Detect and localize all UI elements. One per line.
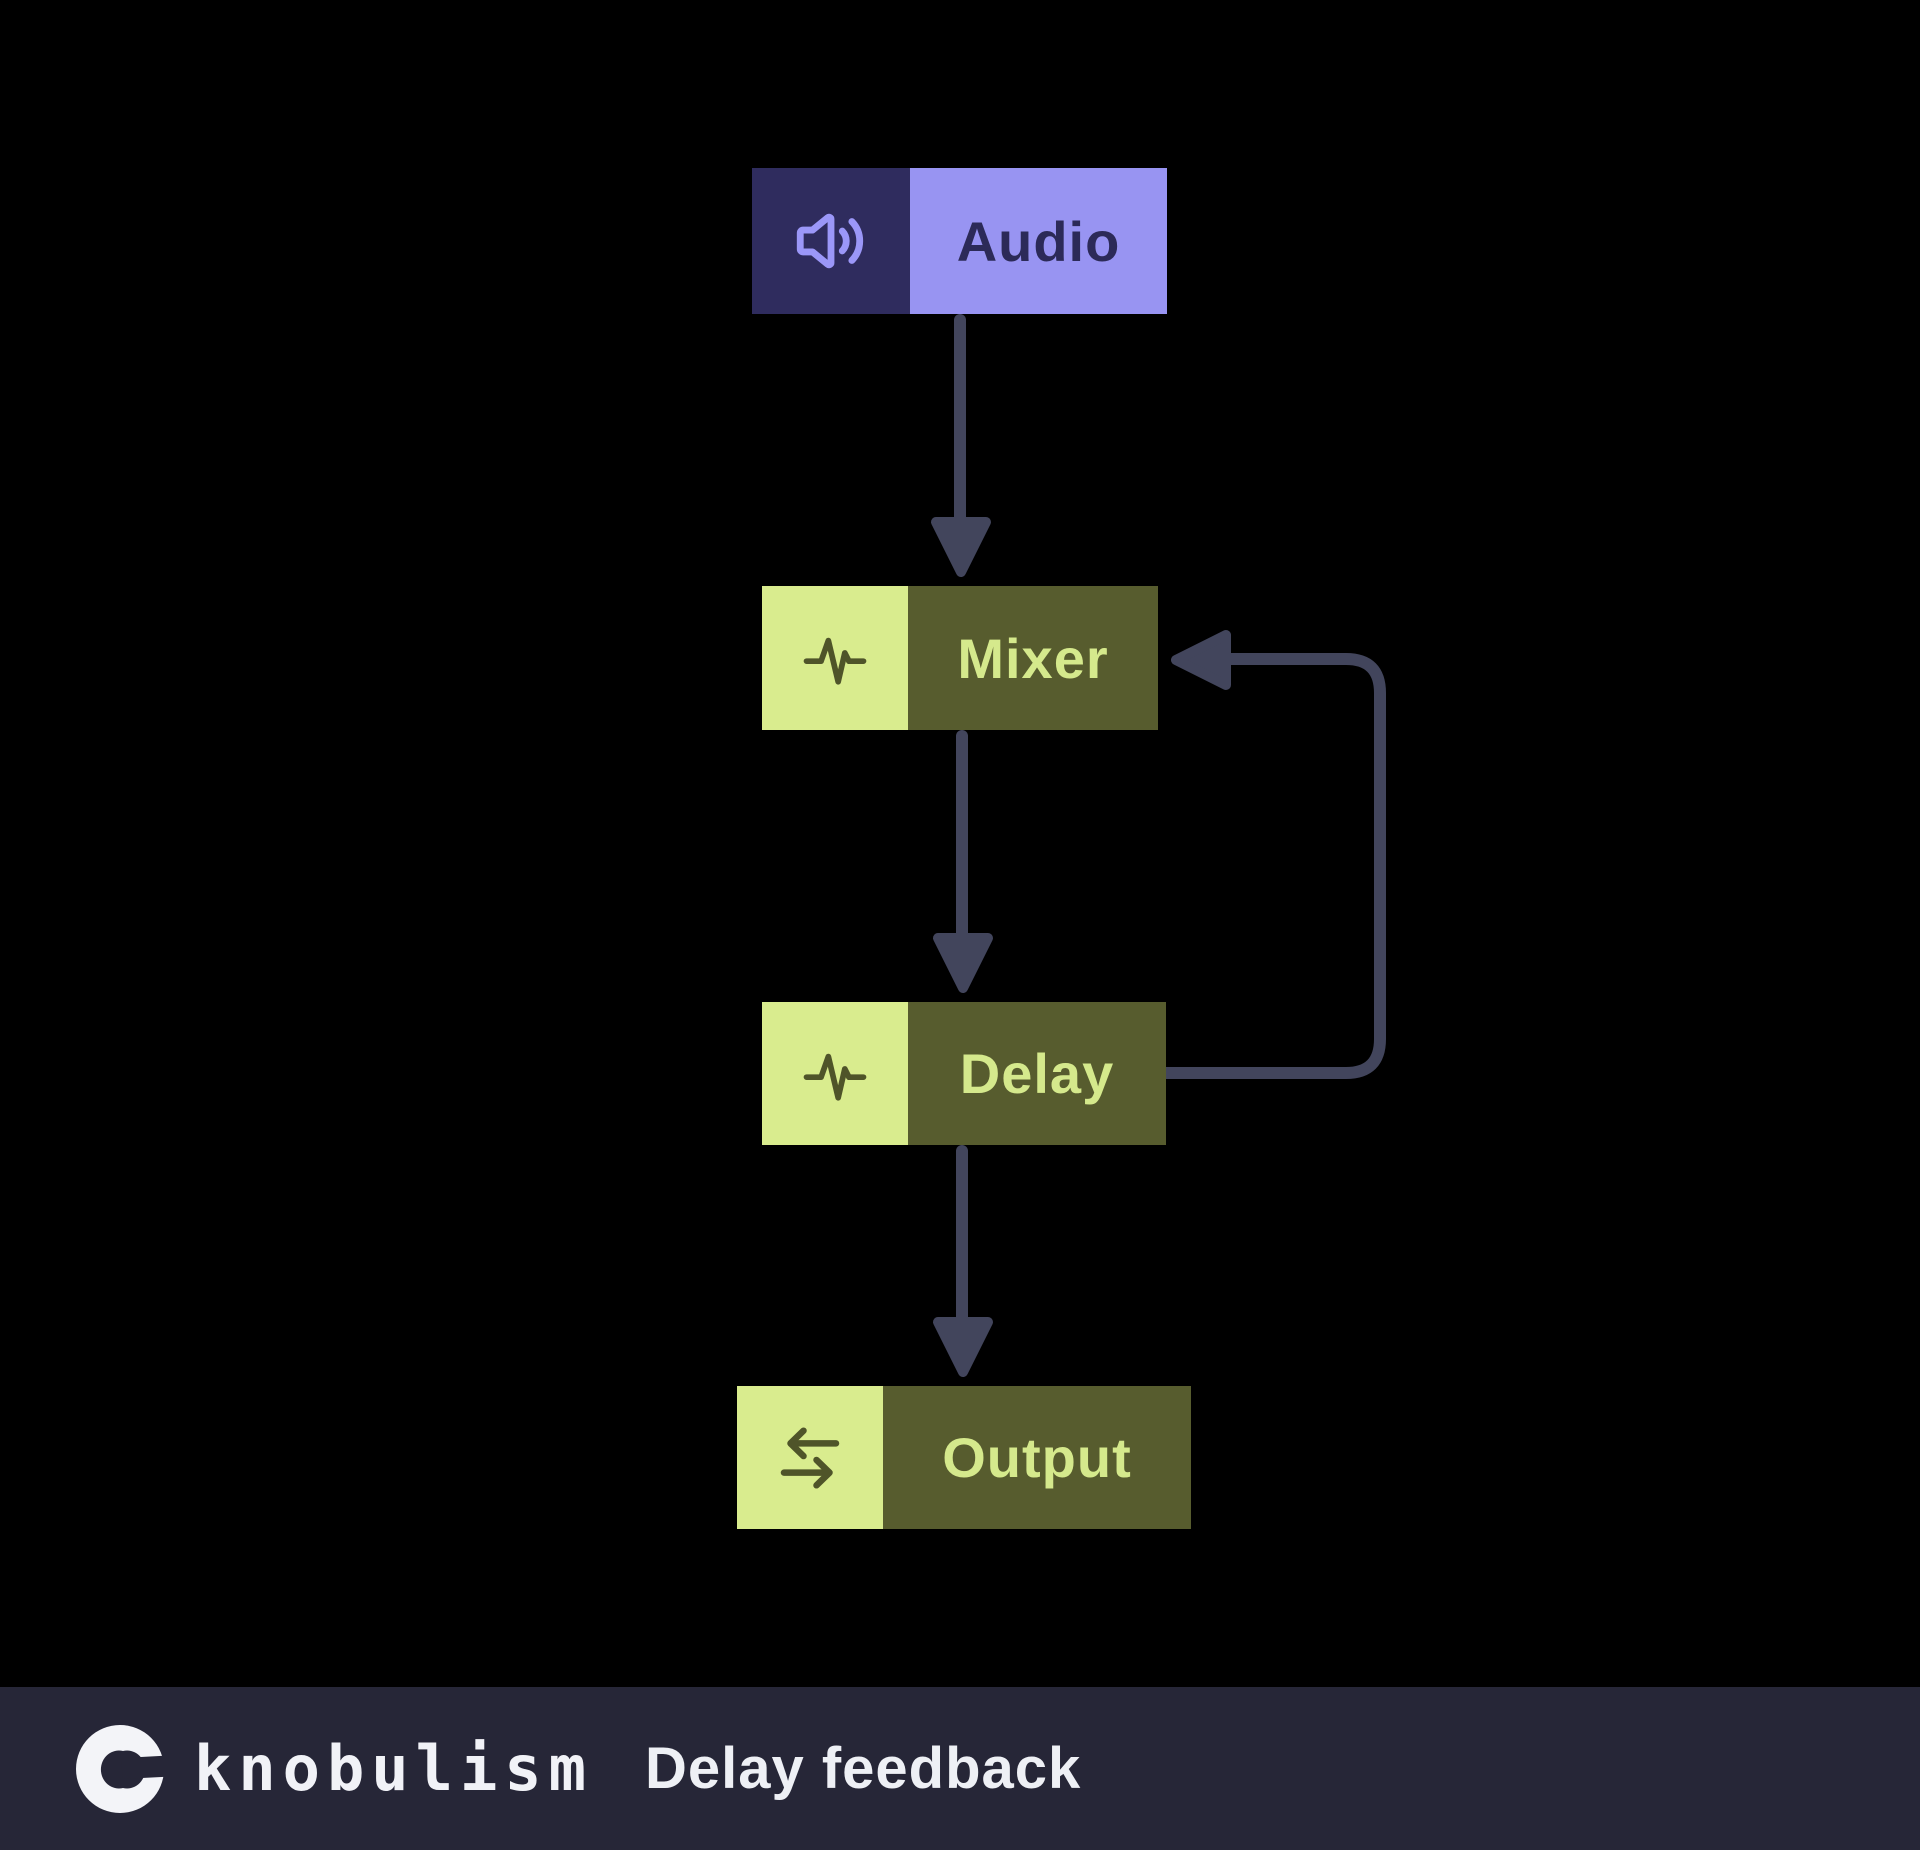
- arrowhead-into-output: [933, 1317, 993, 1377]
- brand-name: knobulism: [194, 1732, 593, 1805]
- node-delay: Delay: [762, 1002, 1166, 1145]
- node-label: Output: [883, 1386, 1191, 1529]
- node-label: Delay: [908, 1002, 1166, 1145]
- node-label: Mixer: [908, 586, 1158, 730]
- arrowhead-into-mixer: [931, 517, 991, 577]
- node-audio: Audio: [752, 168, 1167, 314]
- node-label: Audio: [910, 168, 1167, 314]
- diagram-title: Delay feedback: [644, 1736, 1082, 1801]
- waveform-icon: [762, 1002, 908, 1145]
- footer-bar: knobulism Delay feedback: [0, 1687, 1920, 1850]
- arrowhead-feedback-into-mixer: [1171, 630, 1231, 690]
- arrowhead-into-delay: [933, 933, 993, 993]
- transfer-icon: [737, 1386, 883, 1529]
- node-mixer: Mixer: [762, 586, 1158, 730]
- edge-feedback-loop: [1160, 653, 1386, 1079]
- knobulism-logo-icon: [76, 1724, 164, 1813]
- speaker-icon: [752, 168, 910, 314]
- node-output: Output: [737, 1386, 1191, 1529]
- waveform-icon: [762, 586, 908, 730]
